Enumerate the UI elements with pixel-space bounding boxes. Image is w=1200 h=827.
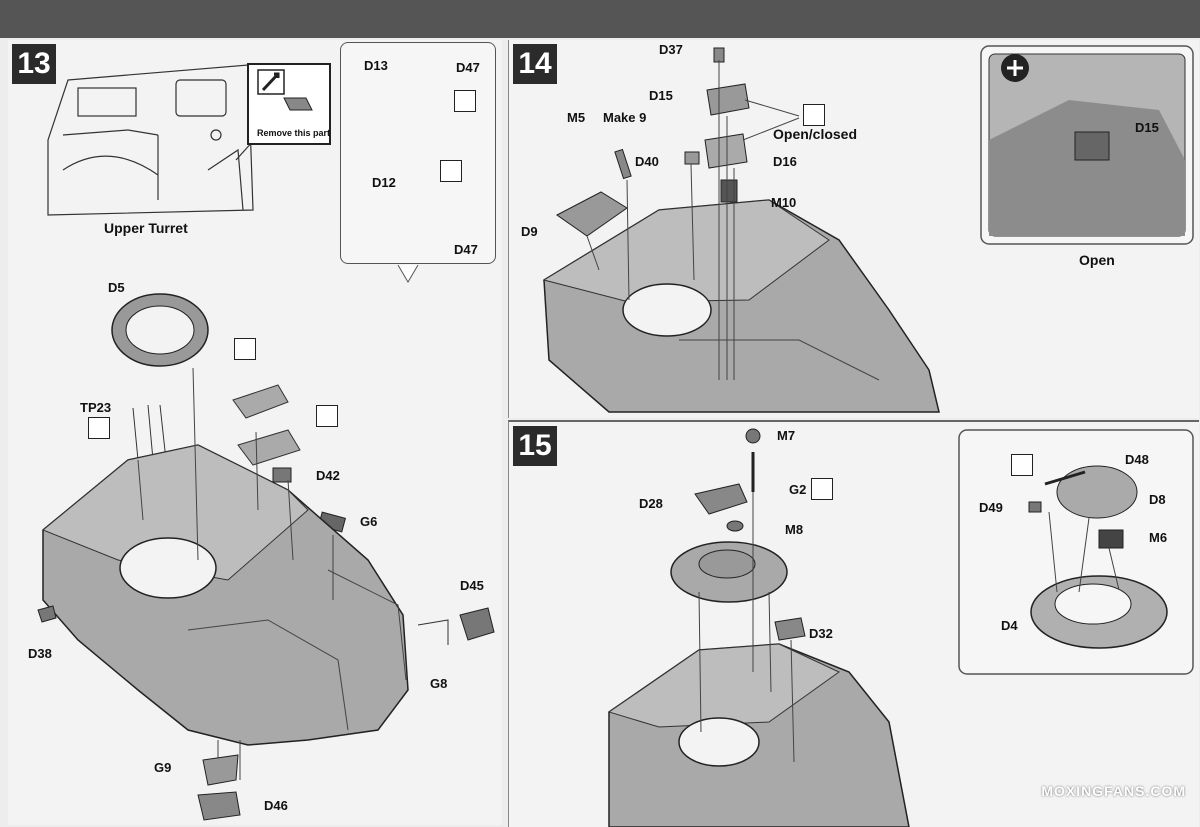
open-closed-icon xyxy=(811,478,833,500)
part-d13: D13 xyxy=(364,58,388,73)
step-15-number: 15 xyxy=(513,426,557,466)
step-13-panel: 13 xyxy=(8,40,502,825)
part-d42: D42 xyxy=(316,468,340,483)
inset-part-m6: M6 xyxy=(1149,530,1168,545)
open-label: Open xyxy=(1079,252,1115,268)
remove-mark-icon xyxy=(454,90,476,112)
part-g6: G6 xyxy=(360,514,378,529)
remove-part-label: Remove this part xyxy=(257,128,331,138)
part-tp23: TP23 xyxy=(80,400,112,415)
open-closed-label: Open/closed xyxy=(773,126,858,142)
step-14-panel: 14 D37 D15 M5 xyxy=(508,40,1199,418)
part-d16: D16 xyxy=(773,154,797,169)
part-d28: D28 xyxy=(639,496,663,511)
part-d38: D38 xyxy=(28,646,52,661)
inset-part-d49: D49 xyxy=(979,500,1003,515)
top-header-bar xyxy=(0,0,1200,38)
part-d45: D45 xyxy=(460,578,484,593)
upper-turret-label: Upper Turret xyxy=(104,220,188,236)
remove-mark-icon xyxy=(234,338,256,360)
step-14-drawing xyxy=(542,45,1194,413)
part-d12: D12 xyxy=(372,175,396,190)
inset-part-d4: D4 xyxy=(1001,618,1018,633)
inset-part-d48: D48 xyxy=(1125,452,1149,467)
step-15-drawing xyxy=(607,428,1194,827)
part-d40: D40 xyxy=(635,154,659,169)
glue-heart-icon xyxy=(88,417,110,439)
part-d37: D37 xyxy=(659,42,683,57)
watermark: MOXINGFANS.COM xyxy=(1041,783,1186,799)
part-g8: G8 xyxy=(430,676,448,691)
part-m8: M8 xyxy=(785,522,804,537)
part-d9: D9 xyxy=(521,224,538,239)
part-m10: M10 xyxy=(771,195,797,210)
part-m7: M7 xyxy=(777,428,796,443)
remove-mark-icon xyxy=(1011,454,1033,476)
remove-mark-icon xyxy=(440,160,462,182)
part-d47-bottom: D47 xyxy=(454,242,478,257)
part-d32: D32 xyxy=(809,626,833,641)
part-d46: D46 xyxy=(264,798,288,813)
open-closed-icon xyxy=(803,104,825,126)
remove-mark-icon xyxy=(316,405,338,427)
part-d15: D15 xyxy=(649,88,673,103)
step-14-number: 14 xyxy=(513,44,557,84)
part-g9: G9 xyxy=(154,760,172,775)
make-nine-note: Make 9 xyxy=(603,110,647,125)
detail-part-d15: D15 xyxy=(1135,120,1159,135)
part-d47-top: D47 xyxy=(456,60,480,75)
part-g2: G2 xyxy=(789,482,807,497)
inset-part-d8: D8 xyxy=(1149,492,1166,507)
step-13-number: 13 xyxy=(12,44,56,84)
step-13-inset-box xyxy=(340,42,496,264)
part-m5: M5 xyxy=(567,110,586,125)
step-15-panel: 15 M7 G2 D28 xyxy=(508,420,1199,827)
part-d5: D5 xyxy=(108,280,125,295)
